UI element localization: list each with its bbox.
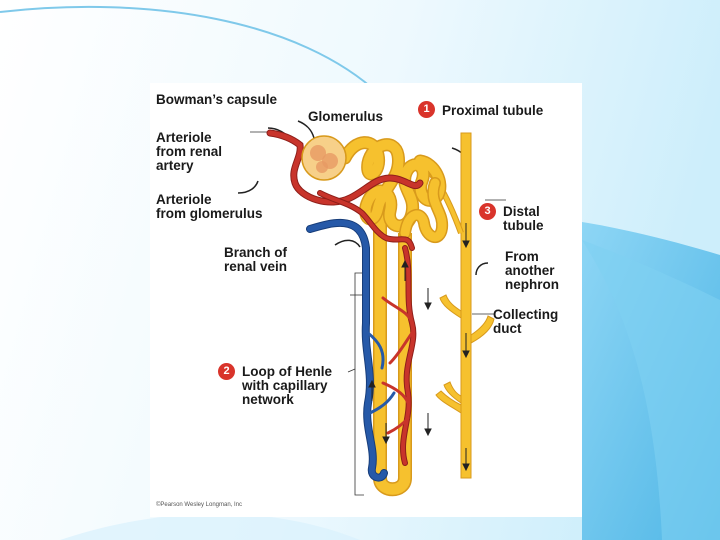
label-arteriole-from-renal-artery: Arteriole from renal artery: [156, 130, 223, 173]
marker-2: 2: [218, 363, 235, 380]
label-bowmans-capsule: Bowman’s capsule: [156, 92, 278, 107]
label-proximal-tubule: Proximal tubule: [442, 103, 544, 118]
label-distal-tubule: Distal tubule: [503, 204, 544, 233]
copyright-credit: ©Pearson Wesley Longman, Inc: [156, 502, 243, 508]
renal-vein-shape: [306, 219, 396, 482]
nephron-illustration: [237, 120, 506, 497]
marker-3: 3: [479, 203, 496, 220]
label-glomerulus: Glomerulus: [308, 109, 384, 124]
label-from-another-nephron: From another nephron: [505, 249, 559, 292]
label-branch-of-renal-vein: Branch of renal vein: [224, 245, 288, 274]
label-arteriole-from-glomerulus: Arteriole from glomerulus: [156, 192, 263, 221]
background-swoosh-line: [0, 5, 381, 96]
marker-1: 1: [418, 101, 435, 118]
distal-tubule-shape: [399, 177, 449, 243]
arteriole-network: [266, 129, 424, 466]
glomerulus-shape: [301, 135, 347, 181]
label-collecting-duct: Collecting duct: [493, 307, 559, 336]
nephron-diagram: Bowman’s capsule Glomerulus 1 Proximal t…: [150, 83, 582, 517]
collecting-duct-shape: [435, 132, 495, 479]
label-loop-of-henle: Loop of Henle with capillary network: [242, 364, 332, 407]
